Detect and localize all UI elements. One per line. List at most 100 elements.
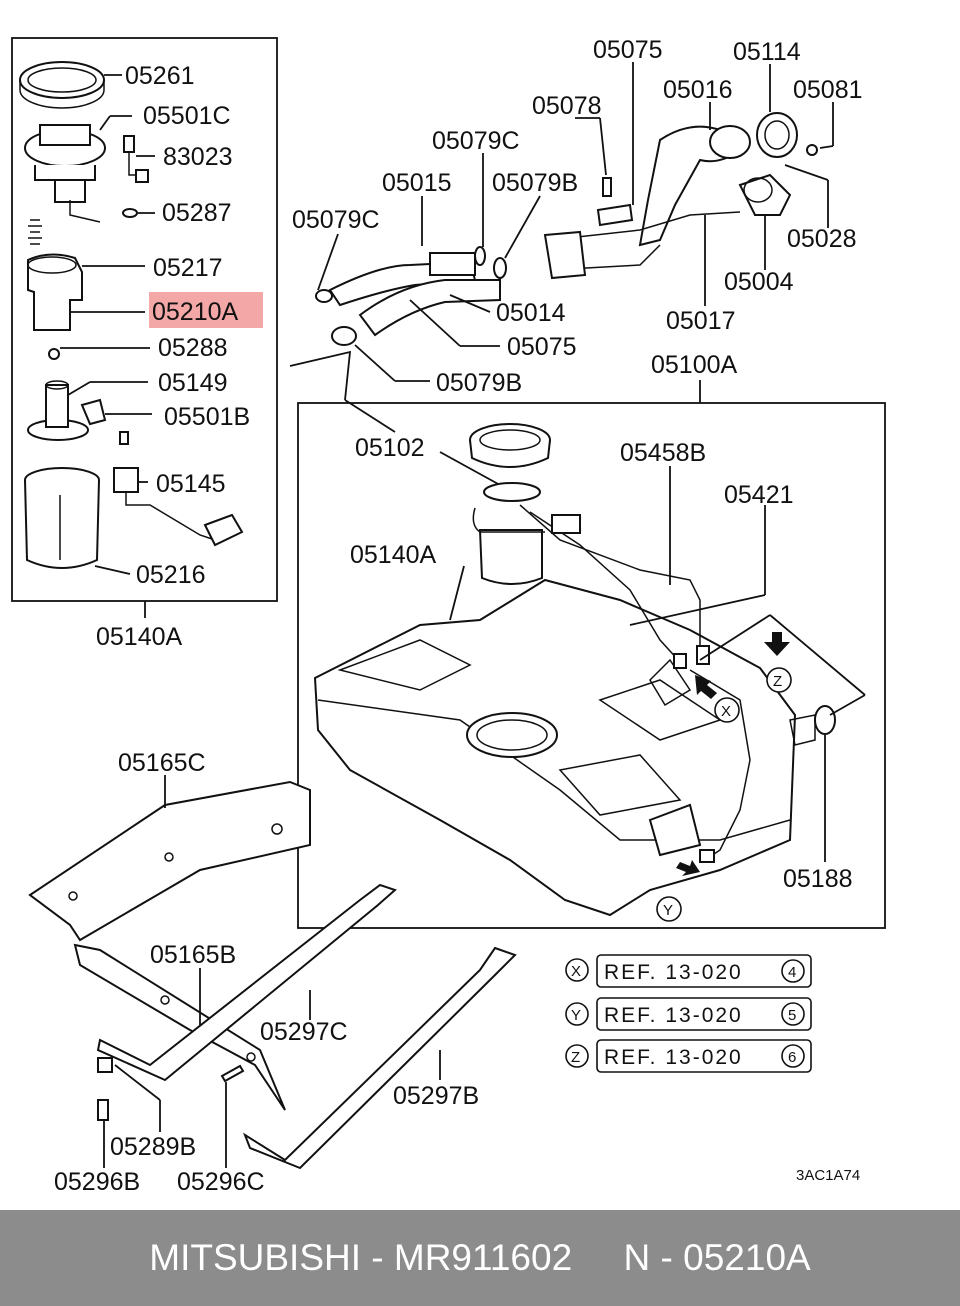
label-05297B: 05297B — [393, 1082, 479, 1110]
label-05289B: 05289B — [110, 1133, 196, 1161]
part-05296C-screw — [220, 1064, 245, 1083]
part-05079C-clamp-left — [315, 289, 333, 303]
part-05081-screw — [806, 144, 818, 156]
marker-z — [766, 667, 792, 693]
svg-text:Y: Y — [571, 1007, 581, 1024]
label-05261: 05261 — [125, 62, 195, 90]
marker-x — [714, 697, 740, 723]
label-05015: 05015 — [382, 169, 452, 197]
arrow-z — [764, 632, 790, 656]
label-05165B: 05165B — [150, 941, 236, 969]
label-05297C: 05297C — [260, 1018, 348, 1046]
label-05217: 05217 — [153, 254, 223, 282]
ref-row-y: Y REF. 13-020 5 — [565, 997, 812, 1031]
label-05288: 05288 — [158, 334, 228, 362]
part-05210A-filter — [27, 253, 83, 331]
part-05014-hose — [358, 279, 501, 337]
label-05296C: 05296C — [177, 1168, 265, 1196]
part-05102-lock-ring — [469, 423, 551, 468]
part-05016-filler-neck — [638, 125, 751, 247]
svg-text:5: 5 — [788, 1007, 796, 1024]
part-05079B-clamp-mid — [331, 326, 357, 346]
part-05140A-module-in-tank — [472, 482, 545, 585]
label-05079C-left: 05079C — [292, 206, 380, 234]
part-05261-ring — [19, 61, 105, 109]
label-05028: 05028 — [787, 225, 857, 253]
label-05149: 05149 — [158, 369, 228, 397]
label-05075-top: 05075 — [593, 36, 663, 64]
part-spring — [28, 219, 42, 245]
part-05079B-clamp-top — [493, 257, 507, 279]
diagram-code: 3AC1A74 — [796, 1167, 860, 1184]
part-05149-pump — [27, 380, 89, 441]
part-05287 — [122, 208, 138, 218]
part-05188-clamp — [789, 705, 836, 746]
label-05014: 05014 — [496, 299, 566, 327]
fuel-tank-body — [313, 578, 797, 917]
label-05017: 05017 — [666, 307, 736, 335]
label-05114: 05114 — [733, 38, 801, 66]
part-05289B-nut — [97, 1057, 113, 1073]
marker-y-label: Y — [663, 902, 673, 919]
svg-text:X: X — [571, 963, 581, 980]
label-05501C: 05501C — [143, 102, 231, 130]
label-05079B-mid: 05079B — [436, 369, 522, 397]
ref-row-x: X REF. 13-020 4 — [565, 954, 812, 988]
part-05017-pipe — [543, 211, 741, 280]
svg-text:REF. 13-020: REF. 13-020 — [604, 1004, 743, 1027]
label-05216: 05216 — [136, 561, 206, 589]
footer-banner: MITSUBISHI - MR911602 N - 05210A — [0, 1210, 960, 1306]
part-05458B-line — [519, 504, 701, 650]
label-05421: 05421 — [724, 481, 794, 509]
part-05297B-strap — [242, 946, 517, 1170]
label-05140A-module: 05140A — [96, 623, 183, 651]
part-05501B-clip — [80, 398, 107, 426]
arrow-y — [676, 860, 700, 876]
part-05004-bracket — [738, 173, 792, 216]
marker-x-label: X — [721, 703, 731, 720]
label-83023: 83023 — [163, 143, 233, 171]
part-05501C-flange — [24, 124, 106, 223]
fuel-tank-box — [297, 402, 886, 929]
part-05296B-bolt — [97, 1099, 109, 1121]
part-05078-bolt — [596, 177, 634, 227]
label-05287: 05287 — [162, 199, 232, 227]
marker-y — [656, 896, 682, 922]
svg-text:REF. 13-020: REF. 13-020 — [604, 961, 743, 984]
label-05296B: 05296B — [54, 1168, 140, 1196]
label-05145: 05145 — [156, 470, 226, 498]
label-05458B: 05458B — [620, 439, 706, 467]
svg-text:6: 6 — [788, 1049, 796, 1066]
fuel-tank-exploded-diagram: 05261 05501C 83023 05287 05217 05210A 05… — [11, 36, 886, 1196]
arrow-x — [695, 675, 717, 699]
label-05075-mid: 05075 — [507, 333, 577, 361]
label-05140A-tank: 05140A — [350, 541, 437, 569]
part-05145-sender — [113, 431, 244, 547]
part-05297C-strap — [96, 883, 397, 1082]
label-05079C-top: 05079C — [432, 127, 520, 155]
label-05004: 05004 — [724, 268, 794, 296]
label-05165C: 05165C — [118, 749, 206, 777]
label-05016: 05016 — [663, 76, 733, 104]
marker-z-label: Z — [773, 673, 782, 690]
label-05100A: 05100A — [651, 351, 738, 379]
label-05501B: 05501B — [164, 403, 250, 431]
footer-part-number: MITSUBISHI - MR911602 N - 05210A — [149, 1237, 811, 1278]
highlight-05210A — [149, 292, 263, 328]
part-05288 — [48, 348, 60, 360]
label-05078: 05078 — [532, 92, 602, 120]
label-05081: 05081 — [793, 76, 863, 104]
part-05114-cap — [756, 112, 798, 158]
svg-text:REF. 13-020: REF. 13-020 — [604, 1046, 743, 1069]
ref-row-z: Z REF. 13-020 6 — [565, 1039, 812, 1073]
part-05216-reservoir — [24, 467, 100, 569]
part-05079C-clamp-top — [474, 246, 486, 266]
svg-text:4: 4 — [788, 964, 796, 981]
svg-text:Z: Z — [571, 1049, 580, 1066]
part-05015-hose — [328, 252, 477, 307]
label-05210A: 05210A — [152, 298, 239, 326]
part-05165C-shield — [28, 780, 311, 942]
part-83023-connector — [123, 135, 149, 183]
label-05188: 05188 — [783, 865, 853, 893]
part-05165B-shield — [73, 943, 286, 1111]
